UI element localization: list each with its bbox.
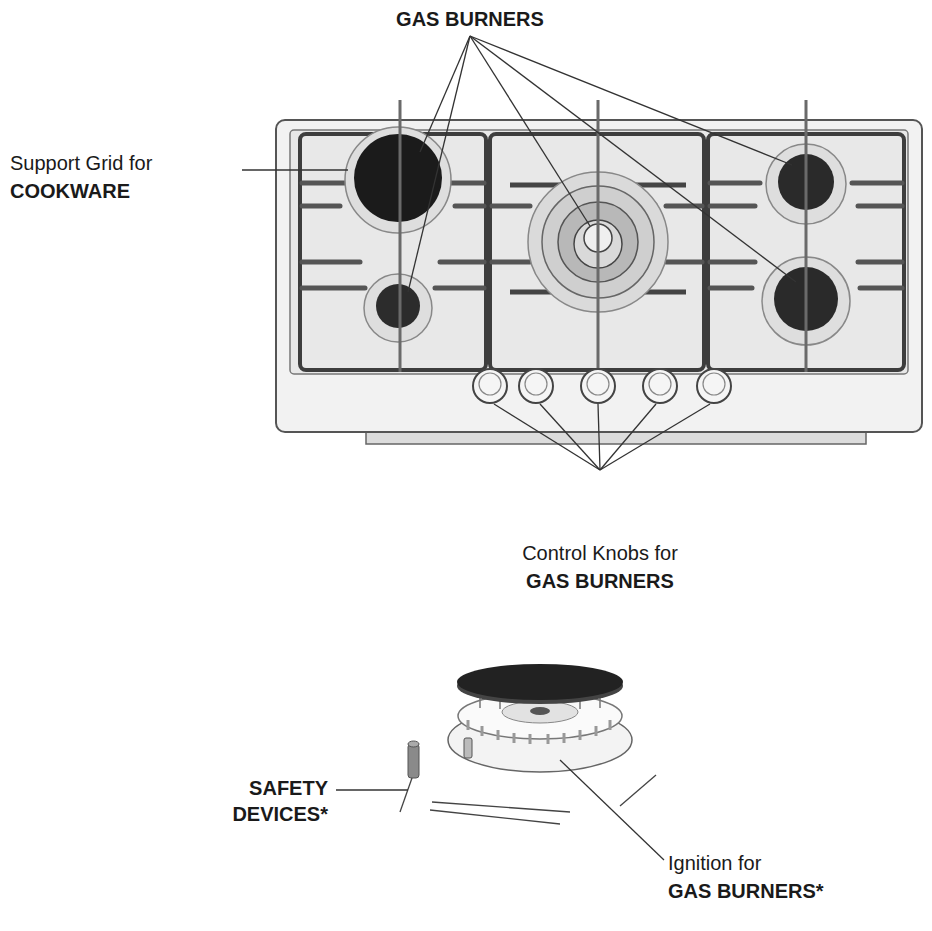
leader-line bbox=[540, 404, 600, 470]
grid-bar bbox=[666, 260, 702, 265]
part-label: GAS BURNERS bbox=[370, 6, 570, 32]
part-label: Control Knobs for bbox=[470, 540, 730, 566]
part-label: GAS BURNERS* bbox=[668, 878, 918, 904]
grid-bar bbox=[858, 204, 902, 209]
leader-line bbox=[420, 36, 470, 152]
grid-bar bbox=[710, 260, 755, 265]
control-knob bbox=[643, 369, 677, 403]
knob-rims bbox=[479, 373, 725, 395]
grid-bar bbox=[450, 181, 484, 186]
leader-line bbox=[494, 404, 600, 470]
control-knob bbox=[697, 369, 731, 403]
grid-bar bbox=[435, 286, 484, 291]
leader-line bbox=[600, 404, 710, 470]
grid-bar bbox=[302, 181, 345, 186]
burner-cap bbox=[376, 284, 420, 328]
knob-rim bbox=[479, 373, 501, 395]
part-label: GAS BURNERS bbox=[470, 568, 730, 594]
knob-rim bbox=[703, 373, 725, 395]
control-knob bbox=[519, 369, 553, 403]
ignition-electrode bbox=[464, 738, 472, 758]
leader-line bbox=[598, 404, 600, 470]
grid-bar bbox=[710, 286, 752, 291]
wire bbox=[400, 778, 412, 812]
grid-bar bbox=[302, 286, 365, 291]
safety-thermocouple bbox=[408, 744, 419, 778]
knob-rim bbox=[587, 373, 609, 395]
grid-bar bbox=[858, 260, 902, 265]
leader-line bbox=[470, 36, 590, 226]
part-label: Ignition for bbox=[668, 850, 918, 876]
leader-line bbox=[336, 789, 408, 790]
grid-bar bbox=[710, 204, 755, 209]
grid-bar bbox=[492, 204, 530, 209]
thermocouple-tip bbox=[408, 741, 419, 747]
knob-rim bbox=[525, 373, 547, 395]
control-knob bbox=[581, 369, 615, 403]
leader-line bbox=[408, 36, 470, 292]
burner-teeth bbox=[468, 720, 610, 744]
leader-line bbox=[470, 36, 796, 282]
knob-rim bbox=[649, 373, 671, 395]
grid-bar bbox=[440, 260, 484, 265]
grid-bar bbox=[302, 260, 360, 265]
burner-injector bbox=[530, 707, 550, 715]
part-label: COOKWARE bbox=[10, 178, 240, 204]
grid-bar bbox=[492, 260, 530, 265]
burner-throat bbox=[502, 701, 578, 723]
grid-bar bbox=[860, 286, 902, 291]
control-knob bbox=[473, 369, 507, 403]
leader-line bbox=[560, 760, 664, 860]
leader-line bbox=[470, 36, 792, 165]
burner-cap bbox=[457, 664, 623, 700]
grid-bar bbox=[302, 204, 340, 209]
grid-bar bbox=[399, 100, 402, 372]
grid-bar bbox=[710, 181, 760, 186]
leader-line bbox=[242, 169, 348, 170]
grid-bar bbox=[852, 181, 902, 186]
grid-bar bbox=[597, 100, 600, 372]
wire bbox=[432, 802, 570, 812]
grid-bar bbox=[455, 204, 484, 209]
leader-lines bbox=[242, 36, 796, 470]
part-label: Support Grid for bbox=[10, 150, 240, 176]
knobs bbox=[473, 369, 731, 403]
part-label: SAFETY DEVICES* bbox=[200, 775, 328, 827]
leader-line bbox=[600, 404, 656, 470]
grid-uprights bbox=[400, 100, 806, 372]
wires bbox=[400, 775, 656, 824]
wire bbox=[620, 775, 656, 806]
grid-bar bbox=[805, 100, 808, 372]
burner-ring bbox=[364, 274, 432, 342]
detail-leaders bbox=[336, 760, 664, 860]
wire bbox=[430, 810, 560, 824]
